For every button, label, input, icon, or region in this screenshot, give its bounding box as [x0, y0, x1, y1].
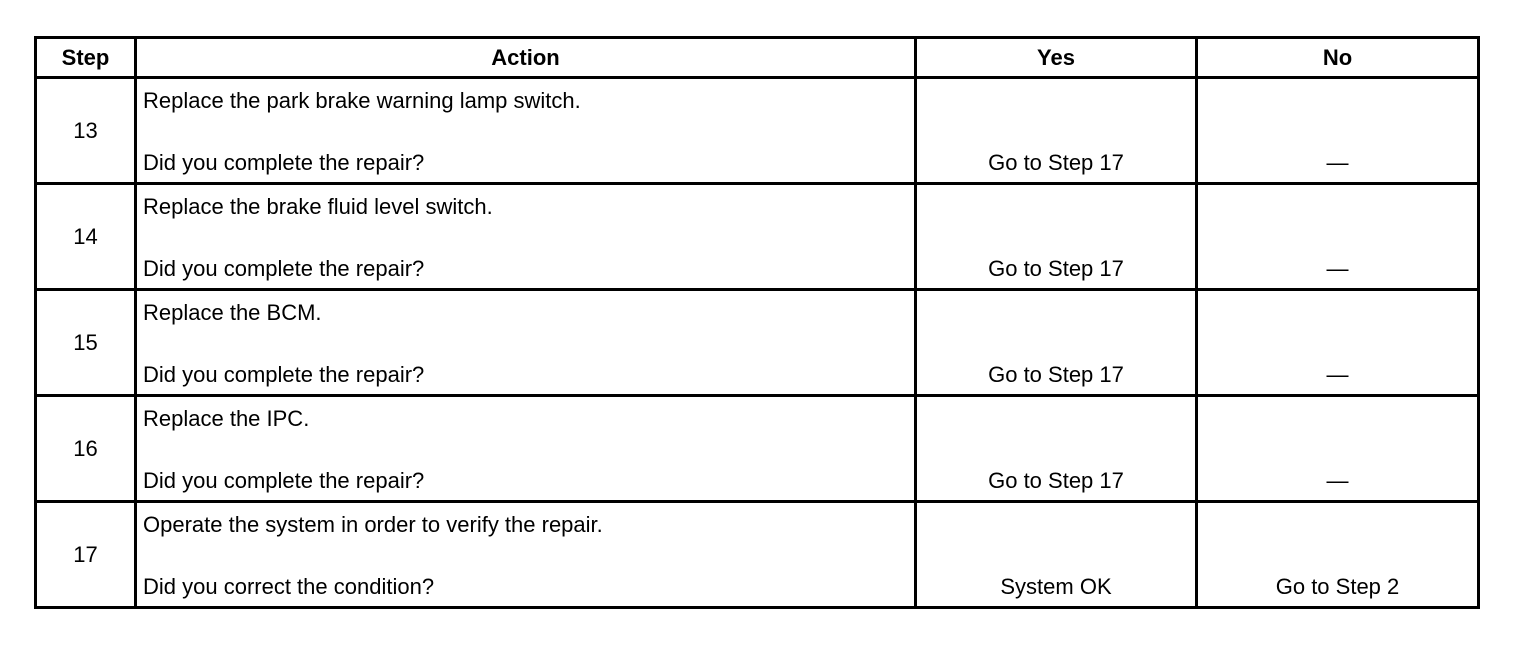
no-cell: Go to Step 2 [1195, 500, 1480, 609]
no-result: — [1326, 468, 1349, 493]
action-question: Did you complete the repair? [143, 150, 425, 175]
yes-cell: Go to Step 17 [914, 76, 1198, 185]
table-row: 14 Replace the brake fluid level switch.… [34, 182, 1480, 291]
yes-result: System OK [1000, 574, 1112, 599]
step-number: 17 [34, 500, 137, 609]
action-cell: Replace the BCM. Did you complete the re… [134, 288, 917, 397]
no-cell: — [1195, 76, 1480, 185]
no-result: Go to Step 2 [1275, 574, 1400, 599]
yes-cell: Go to Step 17 [914, 182, 1198, 291]
action-text: Replace the brake fluid level switch. [143, 194, 493, 219]
table-row: 16 Replace the IPC. Did you complete the… [34, 394, 1480, 503]
yes-result: Go to Step 17 [988, 362, 1124, 387]
header-row: Step Action Yes No [34, 36, 1480, 79]
action-cell: Operate the system in order to verify th… [134, 500, 917, 609]
no-cell: — [1195, 182, 1480, 291]
action-text: Replace the IPC. [143, 406, 310, 431]
action-text: Replace the park brake warning lamp swit… [143, 88, 581, 113]
action-cell: Replace the park brake warning lamp swit… [134, 76, 917, 185]
action-cell: Replace the brake fluid level switch. Di… [134, 182, 917, 291]
table-row: 17 Operate the system in order to verify… [34, 500, 1480, 609]
yes-cell: Go to Step 17 [914, 288, 1198, 397]
action-text: Operate the system in order to verify th… [143, 512, 603, 537]
no-result: — [1326, 256, 1349, 281]
step-number: 15 [34, 288, 137, 397]
table-row: 13 Replace the park brake warning lamp s… [34, 76, 1480, 185]
action-cell: Replace the IPC. Did you complete the re… [134, 394, 917, 503]
step-number: 13 [34, 76, 137, 185]
table-row: 15 Replace the BCM. Did you complete the… [34, 288, 1480, 397]
action-question: Did you complete the repair? [143, 468, 425, 493]
yes-cell: System OK [914, 500, 1198, 609]
header-no: No [1195, 36, 1480, 79]
no-cell: — [1195, 394, 1480, 503]
action-text: Replace the BCM. [143, 300, 322, 325]
yes-result: Go to Step 17 [988, 468, 1124, 493]
no-cell: — [1195, 288, 1480, 397]
header-yes: Yes [914, 36, 1198, 79]
diagnostic-table: Step Action Yes No 13 Replace the park b… [34, 36, 1480, 609]
no-result: — [1326, 150, 1349, 175]
yes-cell: Go to Step 17 [914, 394, 1198, 503]
yes-result: Go to Step 17 [988, 150, 1124, 175]
action-question: Did you correct the condition? [143, 574, 435, 599]
header-step: Step [34, 36, 137, 79]
action-question: Did you complete the repair? [143, 362, 425, 387]
step-number: 14 [34, 182, 137, 291]
yes-result: Go to Step 17 [988, 256, 1124, 281]
action-question: Did you complete the repair? [143, 256, 425, 281]
header-action: Action [134, 36, 917, 79]
step-number: 16 [34, 394, 137, 503]
no-result: — [1326, 362, 1349, 387]
